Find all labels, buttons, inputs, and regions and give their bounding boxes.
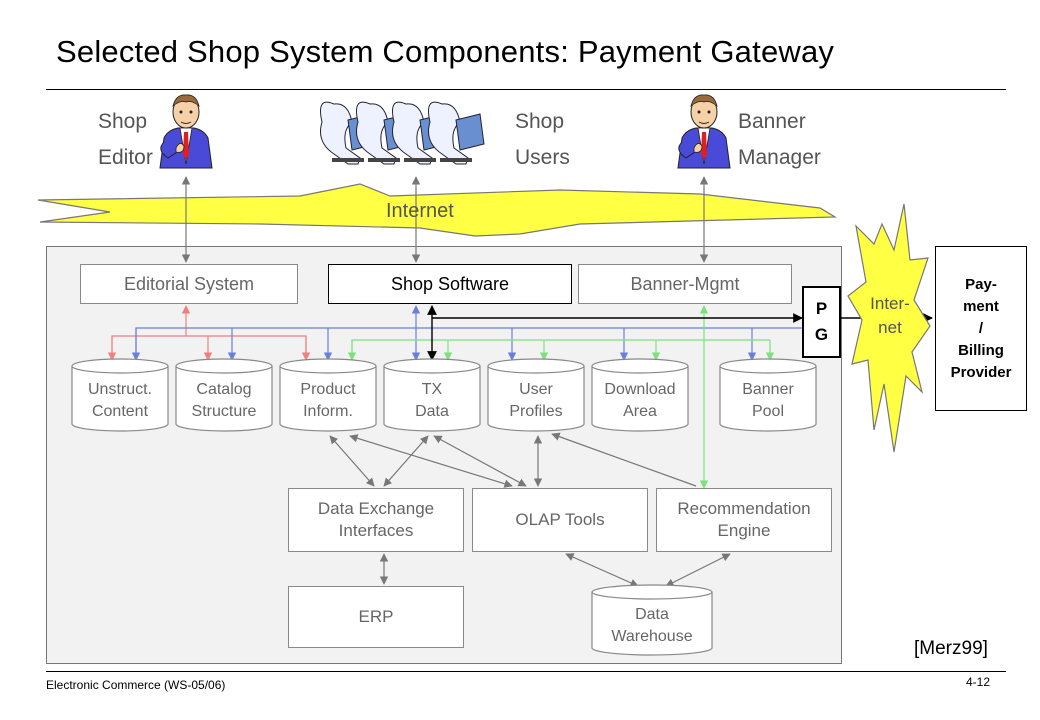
cylinder-product — [279, 358, 377, 432]
cylinder-catalog — [175, 358, 273, 432]
gray-connections — [329, 432, 731, 587]
footer-course: Electronic Commerce (WS-05/06) — [46, 678, 226, 692]
red-connection — [107, 305, 311, 361]
erp-box: ERP — [288, 586, 464, 648]
title-divider — [46, 89, 1006, 90]
olap-tools-box: OLAP Tools — [472, 488, 648, 552]
green-connection — [347, 305, 775, 489]
banner-mgmt-box: Banner-Mgmt — [578, 264, 792, 304]
unstruct-content-label: Unstruct.Content — [87, 381, 152, 420]
footer-page-number: 4-12 — [966, 675, 991, 689]
cylinder-warehouse — [591, 584, 713, 656]
page-title: Selected Shop System Components: Payment… — [56, 34, 835, 69]
blue-connection — [131, 305, 802, 361]
cylinder-tx — [383, 358, 481, 432]
cylinder-unstruct — [71, 358, 169, 432]
database-cylinders — [71, 358, 817, 656]
editorial-system-box: Editorial System — [80, 264, 298, 304]
cylinder-download — [591, 358, 689, 432]
internet-label: Internet — [386, 200, 454, 222]
banner-manager-person-icon — [677, 94, 731, 169]
shop-users-computer-icon — [320, 101, 485, 165]
cylinder-banner-pool — [719, 358, 817, 432]
internet2-label: Inter-net — [870, 294, 910, 337]
citation: [Merz99] — [914, 638, 988, 659]
footer-divider — [46, 671, 1006, 672]
internet2-lightning — [847, 203, 931, 453]
shop-software-box: Shop Software — [328, 264, 572, 304]
shop-editor-person-icon — [159, 94, 213, 169]
cylinder-user — [487, 358, 585, 432]
